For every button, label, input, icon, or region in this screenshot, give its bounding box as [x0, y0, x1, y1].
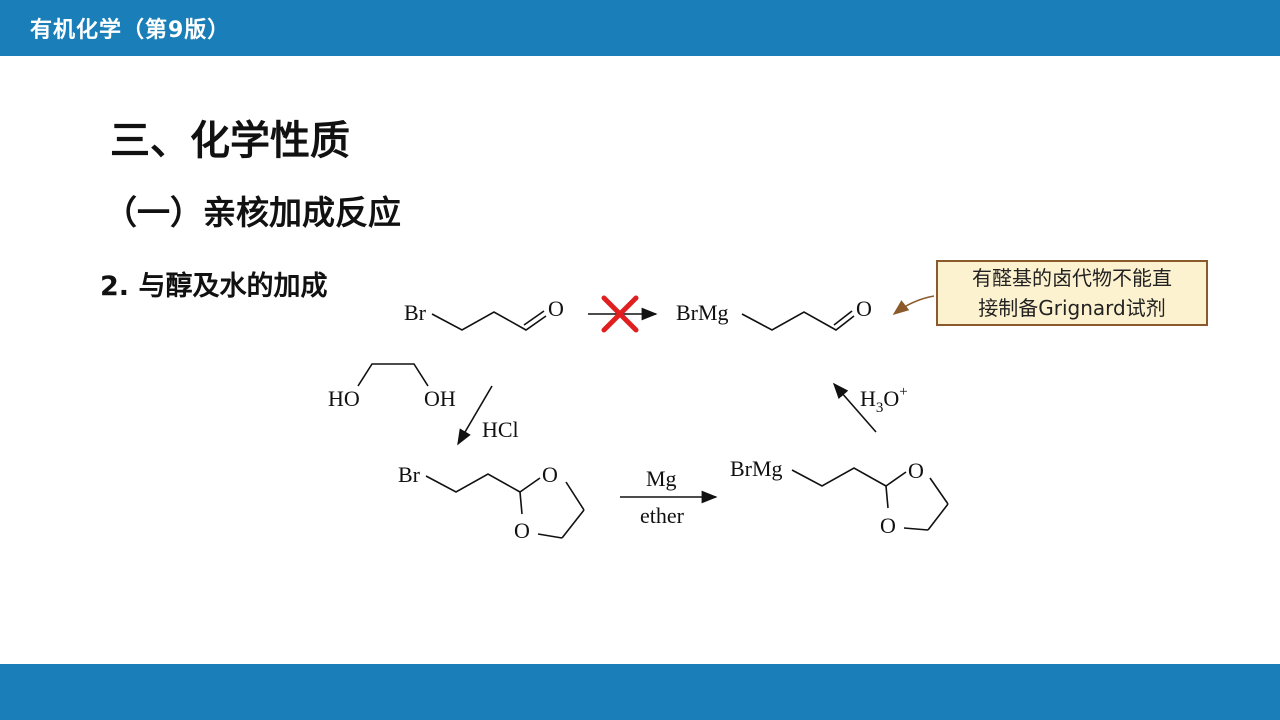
reagent-ether: ether: [640, 503, 685, 528]
ethylene-glycol-molecule: HO OH: [328, 363, 456, 411]
ho-label: HO: [328, 386, 360, 411]
o-label: O: [548, 296, 564, 321]
br-label: Br: [404, 300, 427, 325]
section-item: 2. 与醇及水的加成: [100, 271, 328, 302]
br-label: Br: [398, 462, 421, 487]
note-line-2: 接制备Grignard试剂: [978, 296, 1166, 320]
note-line-1: 有醛基的卤代物不能直: [972, 266, 1172, 290]
brmg-label: BrMg: [676, 300, 729, 325]
oh-label: OH: [424, 386, 456, 411]
top-bar: 有机化学（第9版）: [0, 0, 1280, 56]
bottom-bar: [0, 664, 1280, 720]
reagent-hcl: HCl: [482, 417, 519, 442]
section-subheading: （一）亲核加成反应: [104, 193, 401, 232]
callout-pointer: [892, 295, 935, 315]
o-label: O: [856, 296, 872, 321]
arrow-h3o: [832, 382, 877, 433]
o2-label: O: [514, 518, 530, 543]
reagent-h3o: H3O+: [860, 384, 908, 416]
note-callout: 有醛基的卤代物不能直 接制备Grignard试剂: [936, 260, 1208, 326]
o1-label: O: [542, 462, 558, 487]
grignard-aldehyde-molecule: BrMg O: [676, 296, 872, 331]
section-heading: 三、化学性质: [110, 118, 350, 164]
bromopropanal-molecule: Br O: [404, 296, 564, 331]
bromo-acetal-molecule: Br O O: [398, 462, 585, 543]
o1-label: O: [908, 458, 924, 483]
blocked-arrow: [588, 295, 658, 333]
o2-label: O: [880, 513, 896, 538]
brmg-label: BrMg: [730, 456, 783, 481]
grignard-acetal-molecule: BrMg O O: [730, 456, 949, 538]
header-title: 有机化学（第9版）: [30, 18, 231, 43]
arrow-hcl: [457, 385, 493, 446]
reagent-mg: Mg: [646, 466, 677, 491]
